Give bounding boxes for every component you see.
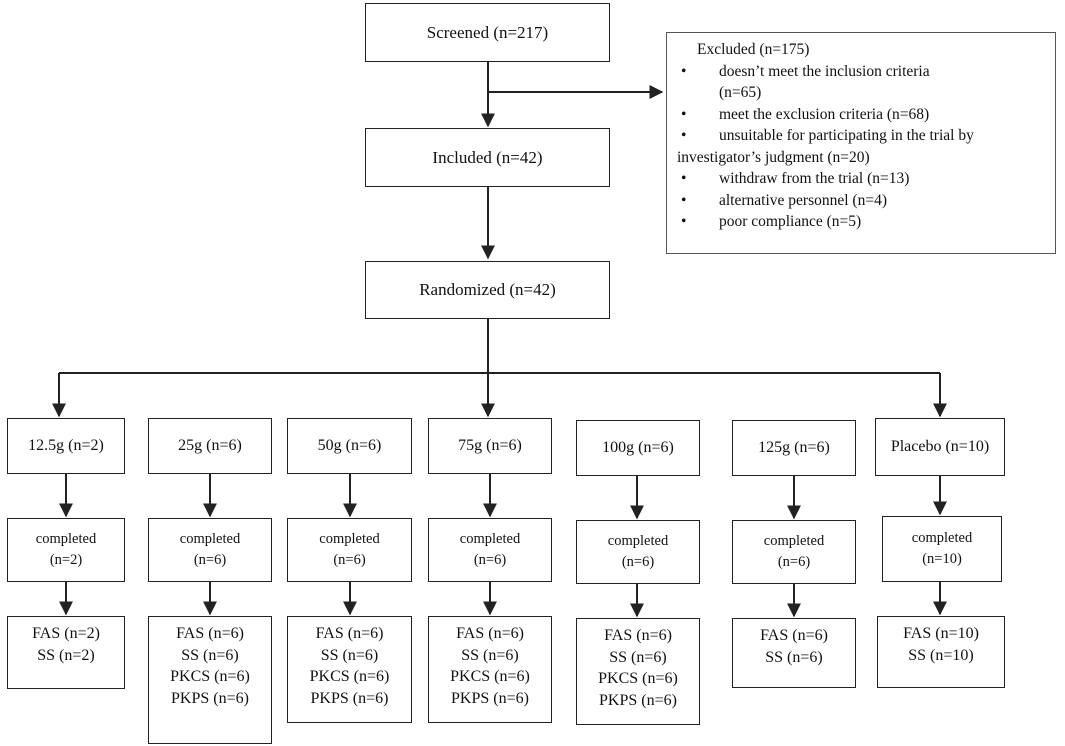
- completed-count: (n=6): [473, 552, 507, 568]
- arm-completed-box: completed (n=6): [428, 518, 552, 582]
- analysis-set: SS (n=6): [765, 648, 823, 666]
- analysis-set: FAS (n=6): [456, 625, 524, 642]
- arm-analysis-sets-box: FAS (n=6) SS (n=6) PKCS (n=6) PKPS (n=6): [148, 616, 272, 744]
- randomized-box: Randomized (n=42): [365, 261, 610, 319]
- analysis-set: FAS (n=2): [32, 625, 100, 642]
- screened-label: Screened (n=217): [426, 22, 549, 42]
- analysis-set: PKPS (n=6): [310, 689, 389, 707]
- randomized-label: Randomized (n=42): [419, 280, 556, 299]
- arm-group-label: 75g (n=6): [458, 437, 522, 454]
- arm-analysis-sets-box: FAS (n=6) SS (n=6) PKCS (n=6) PKPS (n=6): [576, 618, 700, 725]
- arm-group-box: 50g (n=6): [287, 418, 412, 474]
- completed-count: (n=6): [333, 552, 366, 568]
- analysis-set: SS (n=6): [181, 646, 239, 664]
- excluded-item: •doesn’t meet the inclusion criteria: [677, 61, 1047, 83]
- arm-group-label: 125g (n=6): [758, 439, 830, 456]
- excluded-box: Excluded (n=175) •doesn’t meet the inclu…: [666, 32, 1056, 254]
- completed-label: completed: [319, 530, 380, 547]
- arm-group-box: Placebo (n=10): [875, 418, 1005, 476]
- arm-group-label: 12.5g (n=2): [28, 437, 104, 454]
- completed-count: (n=2): [49, 552, 83, 568]
- analysis-set: PKCS (n=6): [170, 668, 250, 686]
- analysis-set: SS (n=2): [37, 646, 95, 664]
- arm-group-box: 25g (n=6): [148, 418, 272, 474]
- bullet-icon: •: [681, 105, 687, 123]
- analysis-set: SS (n=6): [461, 646, 519, 664]
- arm-group-label: 100g (n=6): [602, 439, 674, 456]
- completed-label: completed: [459, 530, 521, 547]
- screened-box: Screened (n=217): [365, 3, 610, 62]
- arm-analysis-sets-box: FAS (n=6) SS (n=6) PKCS (n=6) PKPS (n=6): [287, 616, 412, 723]
- included-label: Included (n=42): [432, 147, 543, 167]
- included-box: Included (n=42): [365, 128, 610, 187]
- analysis-set: PKCS (n=6): [309, 668, 390, 686]
- analysis-set: PKCS (n=6): [598, 670, 678, 688]
- analysis-set: SS (n=6): [320, 646, 379, 664]
- arm-group-box: 100g (n=6): [576, 420, 700, 476]
- analysis-set: PKCS (n=6): [450, 668, 530, 686]
- arm-analysis-sets-box: FAS (n=2) SS (n=2): [7, 616, 125, 689]
- excluded-item-continuation: (n=65): [719, 84, 762, 101]
- arm-completed-box: completed (n=6): [148, 518, 272, 582]
- analysis-set: PKPS (n=6): [599, 691, 677, 709]
- excluded-item: •unsuitable for participating in the tri…: [677, 125, 1047, 147]
- analysis-set: PKPS (n=6): [451, 689, 529, 707]
- excluded-item: •alternative personnel (n=4): [677, 190, 1047, 212]
- completed-count: (n=6): [193, 552, 227, 568]
- arm-analysis-sets-box: FAS (n=10) SS (n=10): [877, 616, 1005, 688]
- arm-analysis-sets-box: FAS (n=6) SS (n=6) PKCS (n=6) PKPS (n=6): [428, 616, 552, 723]
- bullet-icon: •: [681, 213, 687, 230]
- arm-group-box: 75g (n=6): [428, 418, 552, 474]
- arm-completed-box: completed (n=6): [287, 518, 412, 582]
- analysis-set: FAS (n=6): [176, 625, 244, 642]
- excluded-item-continuation: investigator’s judgment (n=20): [677, 148, 870, 166]
- excluded-item: •meet the exclusion criteria (n=68): [677, 104, 1047, 126]
- completed-count: (n=10): [922, 551, 962, 567]
- completed-label: completed: [179, 530, 241, 547]
- bullet-icon: •: [681, 127, 687, 144]
- analysis-set: FAS (n=6): [760, 627, 828, 644]
- arm-completed-box: completed (n=10): [882, 516, 1002, 582]
- analysis-set: FAS (n=6): [315, 625, 384, 642]
- completed-label: completed: [607, 532, 669, 549]
- bullet-icon: •: [681, 191, 687, 209]
- analysis-set: SS (n=6): [609, 648, 667, 666]
- analysis-set: FAS (n=10): [903, 625, 979, 642]
- completed-label: completed: [35, 530, 97, 547]
- excluded-item: •withdraw from the trial (n=13): [677, 168, 1047, 190]
- completed-count: (n=6): [621, 554, 655, 570]
- analysis-set: PKPS (n=6): [171, 689, 249, 707]
- arm-group-label: 25g (n=6): [178, 437, 242, 454]
- arm-group-label: 50g (n=6): [317, 437, 382, 454]
- arm-analysis-sets-box: FAS (n=6) SS (n=6): [732, 618, 856, 688]
- excluded-title: Excluded (n=175): [697, 41, 810, 58]
- arm-completed-box: completed (n=6): [732, 520, 856, 584]
- arm-completed-box: completed (n=6): [576, 520, 700, 584]
- bullet-icon: •: [681, 170, 687, 187]
- completed-label: completed: [763, 532, 825, 549]
- excluded-item: •poor compliance (n=5): [677, 211, 1047, 233]
- analysis-set: FAS (n=6): [604, 627, 672, 644]
- arm-group-label: Placebo (n=10): [890, 438, 990, 455]
- analysis-set: SS (n=10): [908, 646, 974, 664]
- completed-label: completed: [911, 529, 973, 546]
- completed-count: (n=6): [777, 554, 811, 570]
- bullet-icon: •: [681, 62, 687, 80]
- arm-completed-box: completed (n=2): [7, 518, 125, 582]
- arm-group-box: 125g (n=6): [732, 420, 856, 476]
- arm-group-box: 12.5g (n=2): [7, 418, 125, 474]
